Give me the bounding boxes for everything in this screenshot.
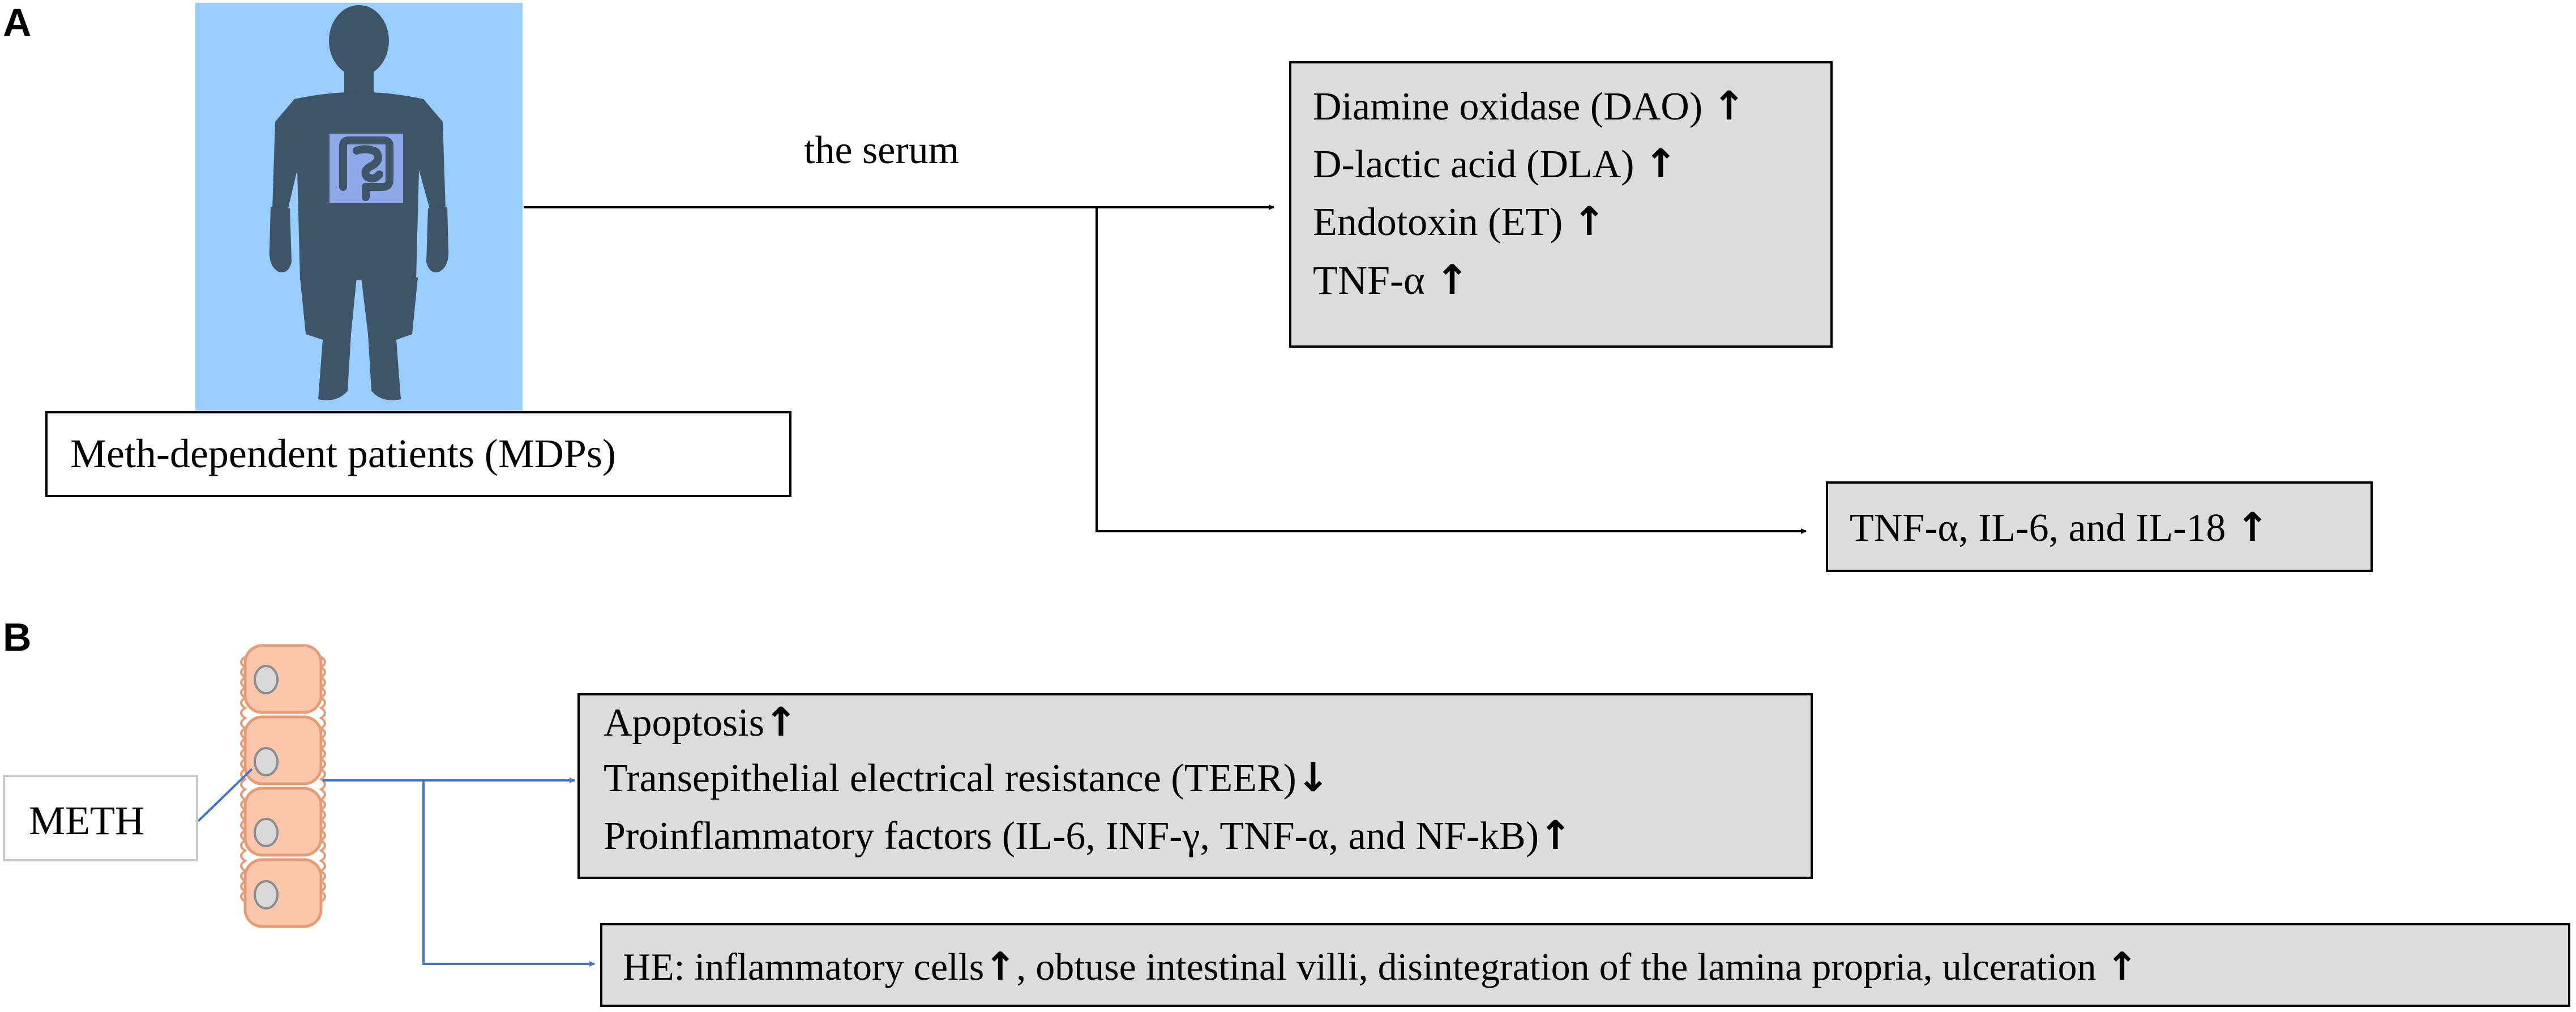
effect-label: Proinflammatory factors (IL-6, INF-γ, TN…: [604, 814, 1539, 858]
cytokines-label: TNF-α, IL-6, and IL-18: [1850, 506, 2226, 550]
serum-markers-box: Diamine oxidase (DAO) ↑ D-lactic acid (D…: [1289, 61, 1833, 348]
epithelial-cell: [243, 715, 323, 785]
cell-nucleus: [254, 880, 279, 909]
up-arrow-icon: ↑: [2106, 945, 2138, 989]
effect-row-teer: Transepithelial electrical resistance (T…: [604, 754, 1330, 801]
marker-label: Endotoxin (ET): [1313, 200, 1563, 244]
branch-connector-line: [1096, 207, 1807, 534]
he-findings-label: , obtuse intestinal villi, disintegratio…: [1016, 945, 2096, 988]
cytokines-box: TNF-α, IL-6, and IL-18 ↑: [1826, 481, 2373, 572]
cell-nucleus: [254, 747, 279, 776]
panel-a-connectors: [524, 204, 1807, 534]
up-arrow-icon: ↑: [1712, 83, 1746, 129]
marker-row-dao: Diamine oxidase (DAO) ↑: [1313, 83, 1745, 130]
human-figure-illustration: [195, 3, 523, 411]
marker-row-et: Endotoxin (ET) ↑: [1313, 198, 1606, 245]
panel-label-a: A: [3, 1, 32, 45]
effect-row-apoptosis: Apoptosis↑: [604, 699, 798, 746]
effect-label: Apoptosis: [604, 701, 764, 745]
marker-label: Diamine oxidase (DAO): [1313, 85, 1703, 129]
he-findings-row: HE: inflammatory cells↑, obtuse intestin…: [623, 945, 2138, 989]
cells-to-he-box-arrow: [422, 780, 595, 967]
epithelial-cell: [243, 787, 323, 857]
meth-label: METH: [29, 798, 144, 843]
cytokines-row: TNF-α, IL-6, and IL-18 ↑: [1850, 504, 2269, 551]
effects-box: Apoptosis↑ Transepithelial electrical re…: [577, 693, 1813, 879]
meth-to-cells-line: [197, 768, 253, 822]
up-arrow-icon: ↑: [1435, 256, 1470, 304]
up-arrow-icon: ↑: [1644, 140, 1678, 187]
up-arrow-icon: ↑: [764, 699, 798, 745]
he-findings-box: HE: inflammatory cells↑, obtuse intestin…: [600, 923, 2570, 1007]
effect-label: Transepithelial electrical resistance (T…: [604, 757, 1296, 800]
cell-nucleus: [254, 818, 279, 847]
he-prefix-label: HE: inflammatory cells: [623, 945, 985, 988]
intestine-icon: [330, 134, 403, 203]
panel-label-b: B: [3, 615, 32, 659]
meth-box: METH: [3, 775, 198, 861]
serum-edge-label: the serum: [804, 129, 960, 172]
marker-row-tnf: TNF-α ↑: [1313, 256, 1469, 304]
effect-row-proinflammatory: Proinflammatory factors (IL-6, INF-γ, TN…: [604, 812, 1572, 859]
up-arrow-icon: ↑: [1572, 198, 1606, 245]
marker-label: TNF-α: [1313, 258, 1425, 303]
epithelial-cells-illustration: [240, 644, 326, 928]
marker-label: D-lactic acid (DLA): [1313, 143, 1634, 186]
down-arrow-icon: ↓: [1296, 754, 1330, 801]
up-arrow-icon: ↑: [1539, 812, 1572, 859]
mdp-patient-box: Meth-dependent patients (MDPs): [45, 411, 791, 497]
mdp-patient-label: Meth-dependent patients (MDPs): [70, 431, 616, 476]
cell-nucleus: [254, 665, 279, 694]
epithelial-cell: [243, 858, 323, 928]
epithelial-cell: [243, 644, 323, 714]
panel-b-connectors: [197, 768, 595, 967]
up-arrow-icon: ↑: [984, 945, 1017, 989]
up-arrow-icon: ↑: [2236, 504, 2269, 550]
marker-row-dla: D-lactic acid (DLA) ↑: [1313, 140, 1678, 187]
